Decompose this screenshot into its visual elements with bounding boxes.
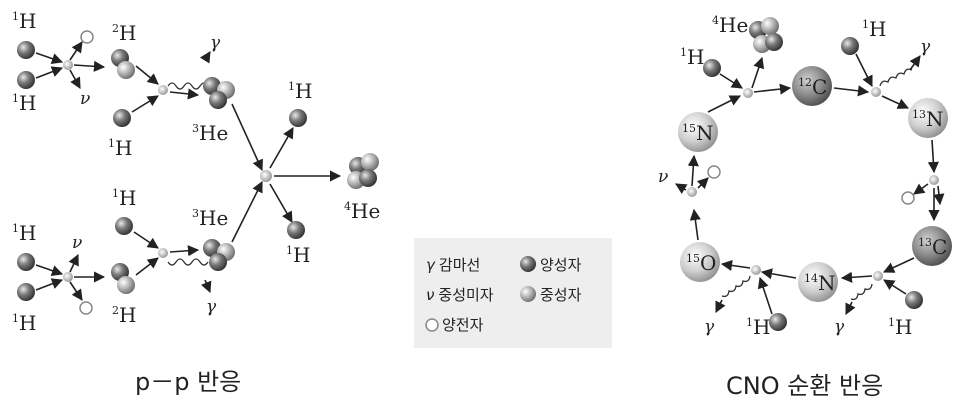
proton-ball xyxy=(115,217,133,235)
legend-neutron-icon xyxy=(520,286,536,302)
neutron-ball xyxy=(117,61,135,79)
gamma-symbol: γ xyxy=(206,297,217,317)
gamma-ray-wave xyxy=(167,258,209,266)
gamma-ray-wave xyxy=(167,82,209,90)
collision-point xyxy=(63,60,73,70)
proton-ball xyxy=(17,41,35,59)
collision-point xyxy=(158,248,168,258)
legend-box xyxy=(414,238,612,348)
cno-label-1H-c: 1H xyxy=(888,315,912,339)
label-1H-out-top: 1H xyxy=(288,79,312,103)
cno-label-1H-d: 1H xyxy=(746,315,770,339)
pp-chain: 1H 1H ν 2H 1H γ 3He 1H xyxy=(12,9,380,396)
collision-point xyxy=(260,170,272,182)
nucleus-15N xyxy=(678,112,718,152)
proton-ball xyxy=(209,91,227,109)
label-2H-bot: 2H xyxy=(112,303,136,327)
proton-ball xyxy=(765,33,783,51)
label-1H-bot-1: 1H xyxy=(12,221,36,245)
neutrino-symbol: ν xyxy=(72,233,82,253)
cno-label-1H-a: 1H xyxy=(680,45,704,69)
positron-ball xyxy=(79,301,93,315)
proton-ball xyxy=(841,37,859,55)
collision-point xyxy=(63,272,73,282)
cno-label-15N: 15N xyxy=(682,121,714,145)
proton-ball xyxy=(289,109,307,127)
gamma-symbol: γ xyxy=(834,317,845,337)
nucleus-12C xyxy=(792,66,832,106)
label-1H-bot-mid: 1H xyxy=(112,186,136,210)
neutron-ball xyxy=(761,17,779,35)
label-1H-top-2: 1H xyxy=(12,91,36,115)
cno-label-1H-b: 1H xyxy=(862,17,886,41)
proton-ball xyxy=(359,169,377,187)
positron-ball xyxy=(80,30,94,44)
neutron-ball xyxy=(361,153,379,171)
pp-caption: p－p 반응 xyxy=(135,368,241,396)
cno-cycle: 4He 1H 12C 1H γ 13N 13C xyxy=(658,13,952,400)
legend-proton-icon xyxy=(520,256,536,272)
proton-ball xyxy=(905,291,923,309)
proton-ball xyxy=(17,253,35,271)
label-4He: 4He xyxy=(344,199,380,223)
gamma-ray-wave xyxy=(850,283,873,301)
label-1H-mid: 1H xyxy=(108,136,132,160)
gamma-symbol: γ xyxy=(920,37,931,57)
cno-label-4He: 4He xyxy=(712,13,748,37)
neutrino-symbol: ν xyxy=(658,167,668,187)
collision-point xyxy=(929,175,939,185)
proton-ball xyxy=(203,77,221,95)
proton-ball xyxy=(17,283,35,301)
collision-point xyxy=(743,88,753,98)
gamma-symbol: γ xyxy=(704,317,715,337)
collision-point xyxy=(751,265,761,275)
proton-ball xyxy=(113,109,131,127)
nucleus-14N xyxy=(798,262,838,302)
legend-positron: 양전자 xyxy=(442,316,484,334)
nucleus-13N xyxy=(908,98,948,138)
legend-neutron: 중성자 xyxy=(540,286,582,304)
cno-label-12C: 12C xyxy=(798,75,827,99)
proton-ball xyxy=(703,59,721,77)
proton-ball xyxy=(287,221,305,239)
cno-label-14N: 14N xyxy=(804,271,836,295)
nucleus-13C xyxy=(912,226,952,266)
positron-ball xyxy=(707,165,721,179)
collision-point xyxy=(873,271,883,281)
legend-positron-icon xyxy=(425,318,439,332)
label-3He-top: 3He xyxy=(192,121,228,145)
cno-label-15O: 15O xyxy=(686,251,716,275)
neutron-ball xyxy=(117,276,135,294)
positron-ball xyxy=(901,191,915,205)
label-1H-top-1: 1H xyxy=(12,9,36,33)
collision-point xyxy=(871,87,881,97)
proton-ball xyxy=(17,71,35,89)
gamma-symbol: γ xyxy=(210,33,221,53)
gamma-ray-wave xyxy=(721,275,751,298)
proton-ball xyxy=(769,313,787,331)
proton-ball xyxy=(209,253,227,271)
collision-point xyxy=(158,85,168,95)
collision-point xyxy=(687,187,697,197)
cno-caption: CNO 순환 반응 xyxy=(726,372,883,400)
label-1H-out-bot: 1H xyxy=(286,243,310,267)
nucleus-15O xyxy=(680,242,720,282)
proton-ball xyxy=(203,239,221,257)
neutrino-symbol: ν xyxy=(80,89,90,109)
label-1H-bot-2: 1H xyxy=(12,311,36,335)
legend-proton: 양성자 xyxy=(540,256,582,274)
gamma-ray-wave xyxy=(879,68,913,87)
label-3He-bot: 3He xyxy=(192,206,228,230)
label-2H-top: 2H xyxy=(112,21,136,45)
cno-label-13N: 13N xyxy=(912,107,944,131)
cno-label-13C: 13C xyxy=(918,235,947,259)
